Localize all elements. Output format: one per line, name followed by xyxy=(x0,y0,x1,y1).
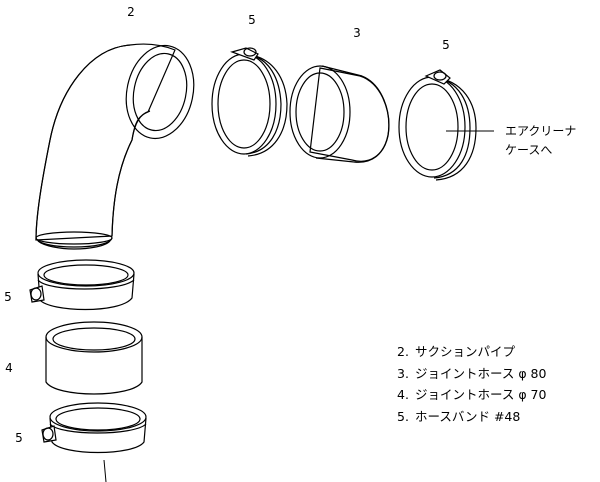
legend-item: 5. ホースバンド #48 xyxy=(397,406,546,428)
legend-number: 2. xyxy=(397,344,409,359)
legend-item: 2. サクションパイプ xyxy=(397,341,546,363)
legend-number: 4. xyxy=(397,387,409,402)
legend-text: ジョイントホース φ 70 xyxy=(414,387,547,402)
legend-number: 3. xyxy=(397,365,409,381)
legend-item: 4. ジョイントホース φ 70 xyxy=(397,384,546,406)
suction-pipe-icon xyxy=(35,43,195,250)
legend-text: ホースバンド #48 xyxy=(414,408,521,424)
legend-text: ジョイントホース φ 80 xyxy=(414,365,547,381)
bottom-leader-line xyxy=(103,459,107,482)
hose-band-left-lower-icon xyxy=(41,402,147,454)
legend-text: サクションパイプ xyxy=(414,344,515,359)
hose-band-top-right-icon xyxy=(398,69,477,181)
hose-band-left-upper-icon xyxy=(29,259,135,311)
parts-legend: 2. サクションパイプ 3. ジョイントホース φ 80 4. ジョイントホース… xyxy=(397,341,546,427)
joint-hose-top-icon xyxy=(289,65,390,163)
destination-label-line1: エアクリーナ xyxy=(505,124,576,138)
hose-band-top-left-icon xyxy=(211,47,288,157)
legend-number: 5. xyxy=(397,408,409,424)
callout-suction-pipe: 2 xyxy=(127,5,135,19)
callout-joint-hose-top: 3 xyxy=(353,26,361,40)
callout-hose-band-top-left: 5 xyxy=(248,13,256,27)
destination-label-line2: ケースへ xyxy=(505,143,552,157)
callout-joint-hose-left: 4 xyxy=(5,361,13,375)
legend-item: 3. ジョイントホース φ 80 xyxy=(397,363,546,385)
callout-hose-band-left-lower: 5 xyxy=(15,431,23,445)
joint-hose-left-icon xyxy=(45,321,143,395)
callout-hose-band-top-right: 5 xyxy=(442,38,450,52)
callout-hose-band-left-upper: 5 xyxy=(4,290,12,304)
